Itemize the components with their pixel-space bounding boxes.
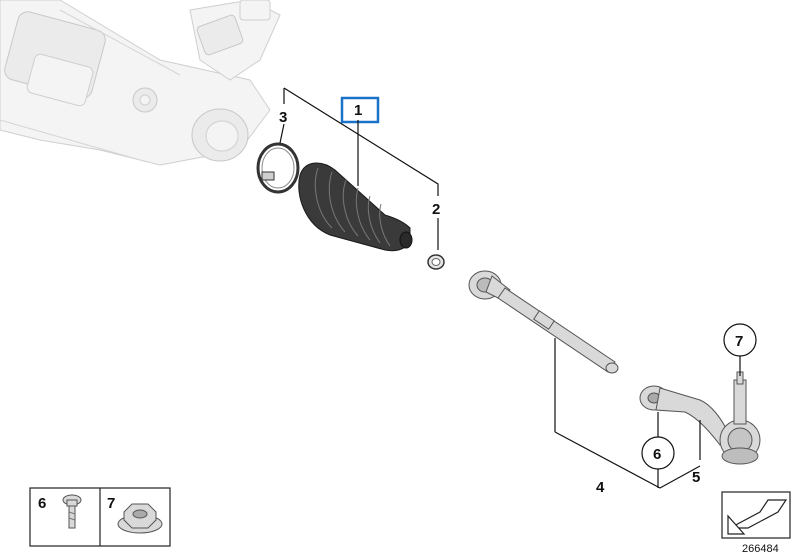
reference-number: 266484 <box>742 543 779 555</box>
legend-item-7-label: 7 <box>107 495 115 512</box>
callout-7: 7 <box>735 333 743 350</box>
nut-icon <box>117 503 163 534</box>
callout-5: 5 <box>692 469 700 486</box>
callout-6: 6 <box>653 446 661 463</box>
callout-3: 3 <box>279 109 287 126</box>
callout-circle-6: 6 <box>641 436 675 470</box>
legend-box: 6 7 <box>29 487 171 547</box>
callout-4: 4 <box>596 479 605 496</box>
clamp-ring <box>256 142 300 194</box>
steering-rack-housing <box>0 0 281 166</box>
view-direction-arrow-icon <box>727 499 788 535</box>
leader-lines <box>279 87 741 489</box>
highlight-box <box>340 96 380 124</box>
bolt-icon <box>62 494 82 529</box>
callout-1: 1 <box>354 102 362 119</box>
callout-2: 2 <box>432 201 440 218</box>
small-clip <box>427 254 445 270</box>
legend-item-6-label: 6 <box>38 495 46 512</box>
outer-tie-rod-end <box>639 371 761 465</box>
inner-tie-rod <box>468 270 619 374</box>
callout-circle-7: 7 <box>723 323 757 357</box>
view-direction-box <box>721 491 791 539</box>
bellows-boot <box>298 162 413 252</box>
